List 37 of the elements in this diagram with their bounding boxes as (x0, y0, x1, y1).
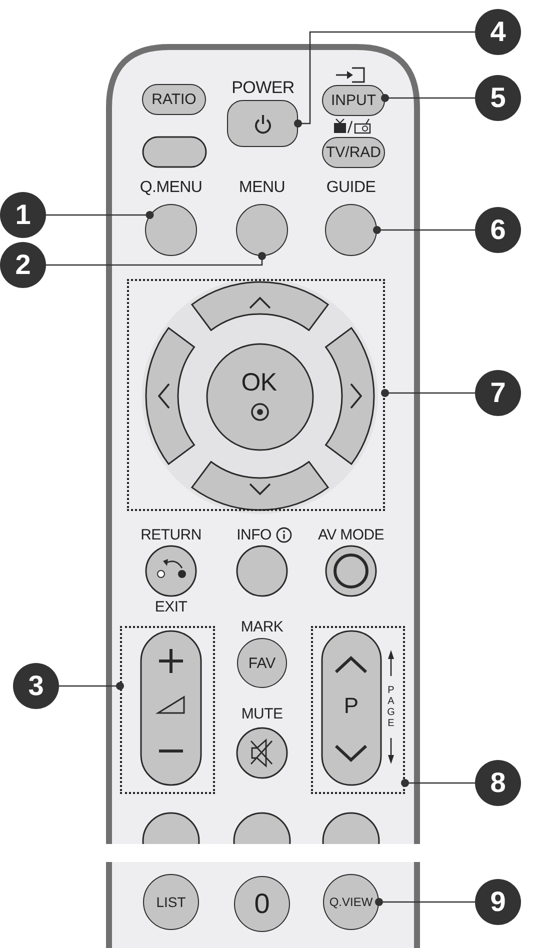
leader-line (401, 779, 475, 787)
leader-line (375, 898, 475, 906)
leader-line (59, 682, 124, 690)
callout-number: 6 (475, 207, 521, 253)
leader-line (381, 94, 475, 102)
button-label: EXIT (154, 598, 188, 616)
leader-line (373, 226, 475, 234)
button-label: MENU (239, 179, 285, 197)
ratio-button: RATIO (142, 84, 206, 115)
callout-number: 1 (0, 192, 46, 238)
button-label: MUTE (241, 706, 283, 722)
button-label: AV MODE (318, 526, 384, 544)
button-group-outline (120, 626, 215, 794)
button-label: MARK (240, 618, 284, 636)
callout-number: 3 (13, 663, 59, 709)
button-label: Q.MENU (140, 179, 202, 197)
callout-number: 5 (475, 75, 521, 121)
button-label: GUIDE (326, 179, 376, 197)
leader-line (46, 211, 154, 219)
tv-radio-button: TV/RAD (322, 137, 385, 168)
callout-number: 2 (0, 242, 46, 288)
button-label: OK (241, 368, 277, 398)
button-group-outline (311, 626, 405, 794)
leader-line (381, 389, 475, 397)
callout-number: 7 (475, 370, 521, 416)
button-label: P (344, 693, 358, 719)
input-button: INPUT (322, 85, 385, 116)
leader-line (294, 31, 475, 128)
button-label: RETURN (140, 526, 202, 544)
leader-line (46, 252, 266, 266)
callout-number: 4 (475, 9, 521, 55)
power-button (227, 100, 298, 147)
page-label: PAGE (386, 685, 396, 729)
button-label: INFO (236, 526, 272, 544)
callout-number: 9 (475, 879, 521, 925)
button-label: POWER (232, 78, 294, 98)
callout-number: 8 (475, 760, 521, 806)
